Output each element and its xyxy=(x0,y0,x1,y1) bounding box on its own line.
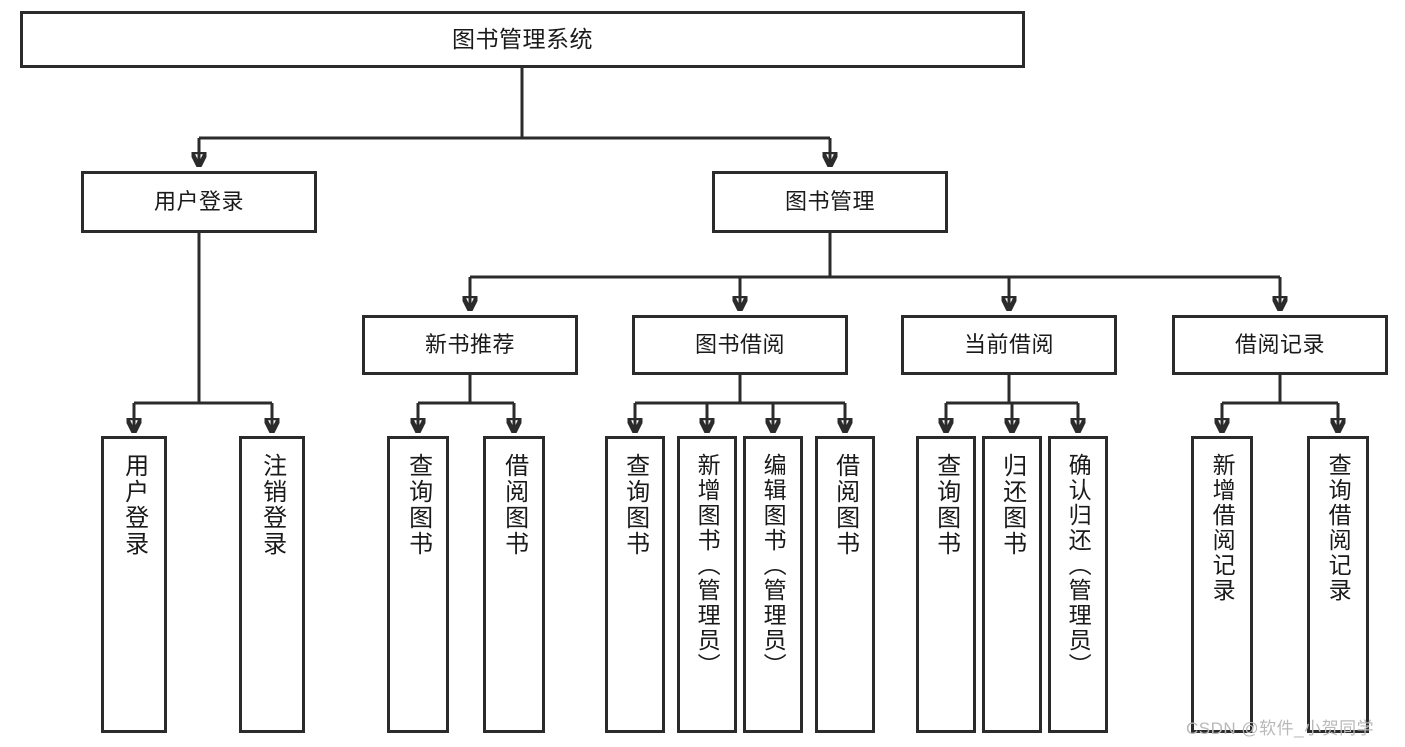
node-leaf-query-book-1[interactable]: 查询图书 xyxy=(387,436,449,733)
node-borrow-record-label: 借阅记录 xyxy=(1234,332,1325,358)
node-new-book-recommend[interactable]: 新书推荐 xyxy=(362,315,578,375)
node-current-borrow-label: 当前借阅 xyxy=(963,332,1054,358)
node-user-login-label: 用户登录 xyxy=(153,189,244,215)
node-leaf-user-login[interactable]: 用户登录 xyxy=(101,436,167,733)
node-user-login[interactable]: 用户登录 xyxy=(81,171,317,233)
node-leaf-borrow-book-1-label: 借阅图书 xyxy=(500,453,528,557)
node-leaf-query-borrow-record[interactable]: 查询借阅记录 xyxy=(1307,436,1369,733)
node-leaf-add-book-admin[interactable]: 新增图书（管理员） xyxy=(677,436,737,733)
node-borrow-record[interactable]: 借阅记录 xyxy=(1172,315,1388,375)
node-leaf-borrow-book-2[interactable]: 借阅图书 xyxy=(815,436,875,733)
node-leaf-query-borrow-record-label: 查询借阅记录 xyxy=(1325,453,1352,603)
node-book-borrow[interactable]: 图书借阅 xyxy=(632,315,848,375)
csdn-watermark: CSDN @软件_小贺同学 xyxy=(1186,719,1375,738)
node-root[interactable]: 图书管理系统 xyxy=(20,11,1025,68)
node-leaf-query-book-3-label: 查询图书 xyxy=(932,453,960,557)
node-leaf-add-borrow-record-label: 新增借阅记录 xyxy=(1209,453,1236,603)
node-leaf-query-book-3[interactable]: 查询图书 xyxy=(916,436,976,733)
node-leaf-user-logout-label: 注销登录 xyxy=(258,453,286,557)
node-root-label: 图书管理系统 xyxy=(452,26,593,53)
node-leaf-return-book-label: 归还图书 xyxy=(998,453,1026,557)
node-leaf-return-book[interactable]: 归还图书 xyxy=(982,436,1042,733)
node-book-manage-label: 图书管理 xyxy=(784,189,875,215)
node-leaf-query-book-1-label: 查询图书 xyxy=(404,453,432,557)
node-leaf-query-book-2[interactable]: 查询图书 xyxy=(605,436,665,733)
node-leaf-add-borrow-record[interactable]: 新增借阅记录 xyxy=(1191,436,1253,733)
node-leaf-borrow-book-2-label: 借阅图书 xyxy=(831,453,859,557)
node-leaf-user-login-label: 用户登录 xyxy=(120,453,148,557)
node-leaf-confirm-return-admin-label: 确认归还（管理员） xyxy=(1065,453,1092,678)
node-leaf-add-book-admin-label: 新增图书（管理员） xyxy=(694,453,721,678)
node-leaf-user-logout[interactable]: 注销登录 xyxy=(239,436,305,733)
node-leaf-borrow-book-1[interactable]: 借阅图书 xyxy=(483,436,545,733)
node-leaf-edit-book-admin-label: 编辑图书（管理员） xyxy=(760,453,787,678)
node-new-book-recommend-label: 新书推荐 xyxy=(424,332,515,358)
node-leaf-confirm-return-admin[interactable]: 确认归还（管理员） xyxy=(1048,436,1108,733)
node-leaf-query-book-2-label: 查询图书 xyxy=(621,453,649,557)
node-current-borrow[interactable]: 当前借阅 xyxy=(901,315,1117,375)
node-leaf-edit-book-admin[interactable]: 编辑图书（管理员） xyxy=(743,436,803,733)
node-book-manage[interactable]: 图书管理 xyxy=(712,171,948,233)
node-book-borrow-label: 图书借阅 xyxy=(694,332,785,358)
